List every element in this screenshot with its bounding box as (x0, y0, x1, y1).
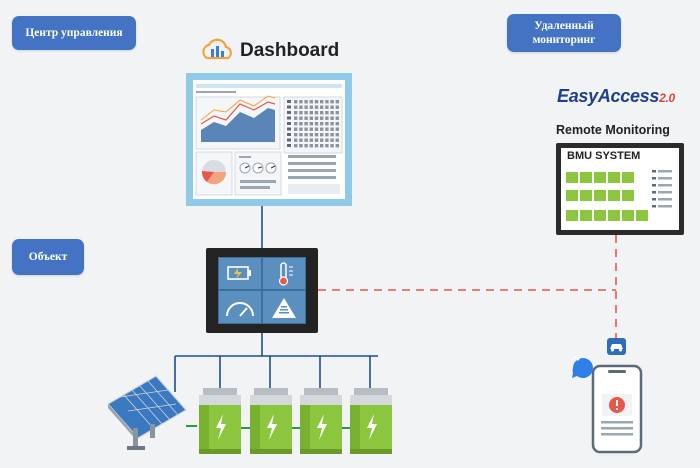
battery-module (350, 388, 392, 454)
bmu-cell (594, 172, 606, 183)
battery-icon (227, 266, 251, 280)
bmu-cell (566, 210, 578, 221)
bmu-cell (580, 172, 592, 183)
control-center-tag: Центр управления (12, 16, 136, 50)
cloud-chart-icon (202, 38, 232, 60)
lightning-icon (216, 414, 226, 440)
bmu-cell (580, 190, 592, 201)
warning-icon (272, 298, 296, 318)
bmu-cell (580, 210, 592, 221)
object-tag: Объект (12, 239, 84, 275)
bmu-cell (594, 210, 606, 221)
bmu-cell (622, 172, 634, 183)
smartphone (591, 364, 643, 454)
bmu-cell (594, 190, 606, 201)
hmi-controller (206, 248, 318, 333)
bmu-cell (566, 172, 578, 183)
bmu-monitor (556, 143, 684, 235)
remote-monitoring-title: Remote Monitoring (556, 123, 670, 137)
lightning-icon (267, 414, 277, 440)
bmu-cell (608, 172, 620, 183)
bmu-system-title: BMU SYSTEM (567, 150, 641, 162)
battery-module (250, 388, 292, 454)
battery-module (300, 388, 342, 454)
alert-icon (609, 397, 625, 413)
remote-monitoring-tag: Удаленный мониторинг (507, 14, 621, 52)
link-lines (174, 206, 378, 392)
bmu-cell (608, 190, 620, 201)
bmu-cell (622, 190, 634, 201)
lightning-icon (317, 414, 327, 440)
solar-panel (107, 375, 187, 450)
battery-module (199, 388, 241, 454)
bmu-cell (608, 210, 620, 221)
bmu-cell (566, 190, 578, 201)
easyaccess-logo: EasyAccess2.0 (557, 86, 675, 106)
battery-bank (199, 388, 392, 454)
thermometer-icon (278, 262, 293, 286)
car-app-icon (607, 338, 626, 355)
messenger-icon (570, 355, 593, 379)
dashboard-monitor (186, 73, 352, 206)
lightning-icon (367, 414, 377, 440)
bmu-cell (636, 210, 648, 221)
dashed-remote-link (318, 235, 617, 360)
gauge-icon (226, 302, 254, 317)
bmu-cell (622, 210, 634, 221)
dashboard-title: Dashboard (240, 40, 340, 61)
